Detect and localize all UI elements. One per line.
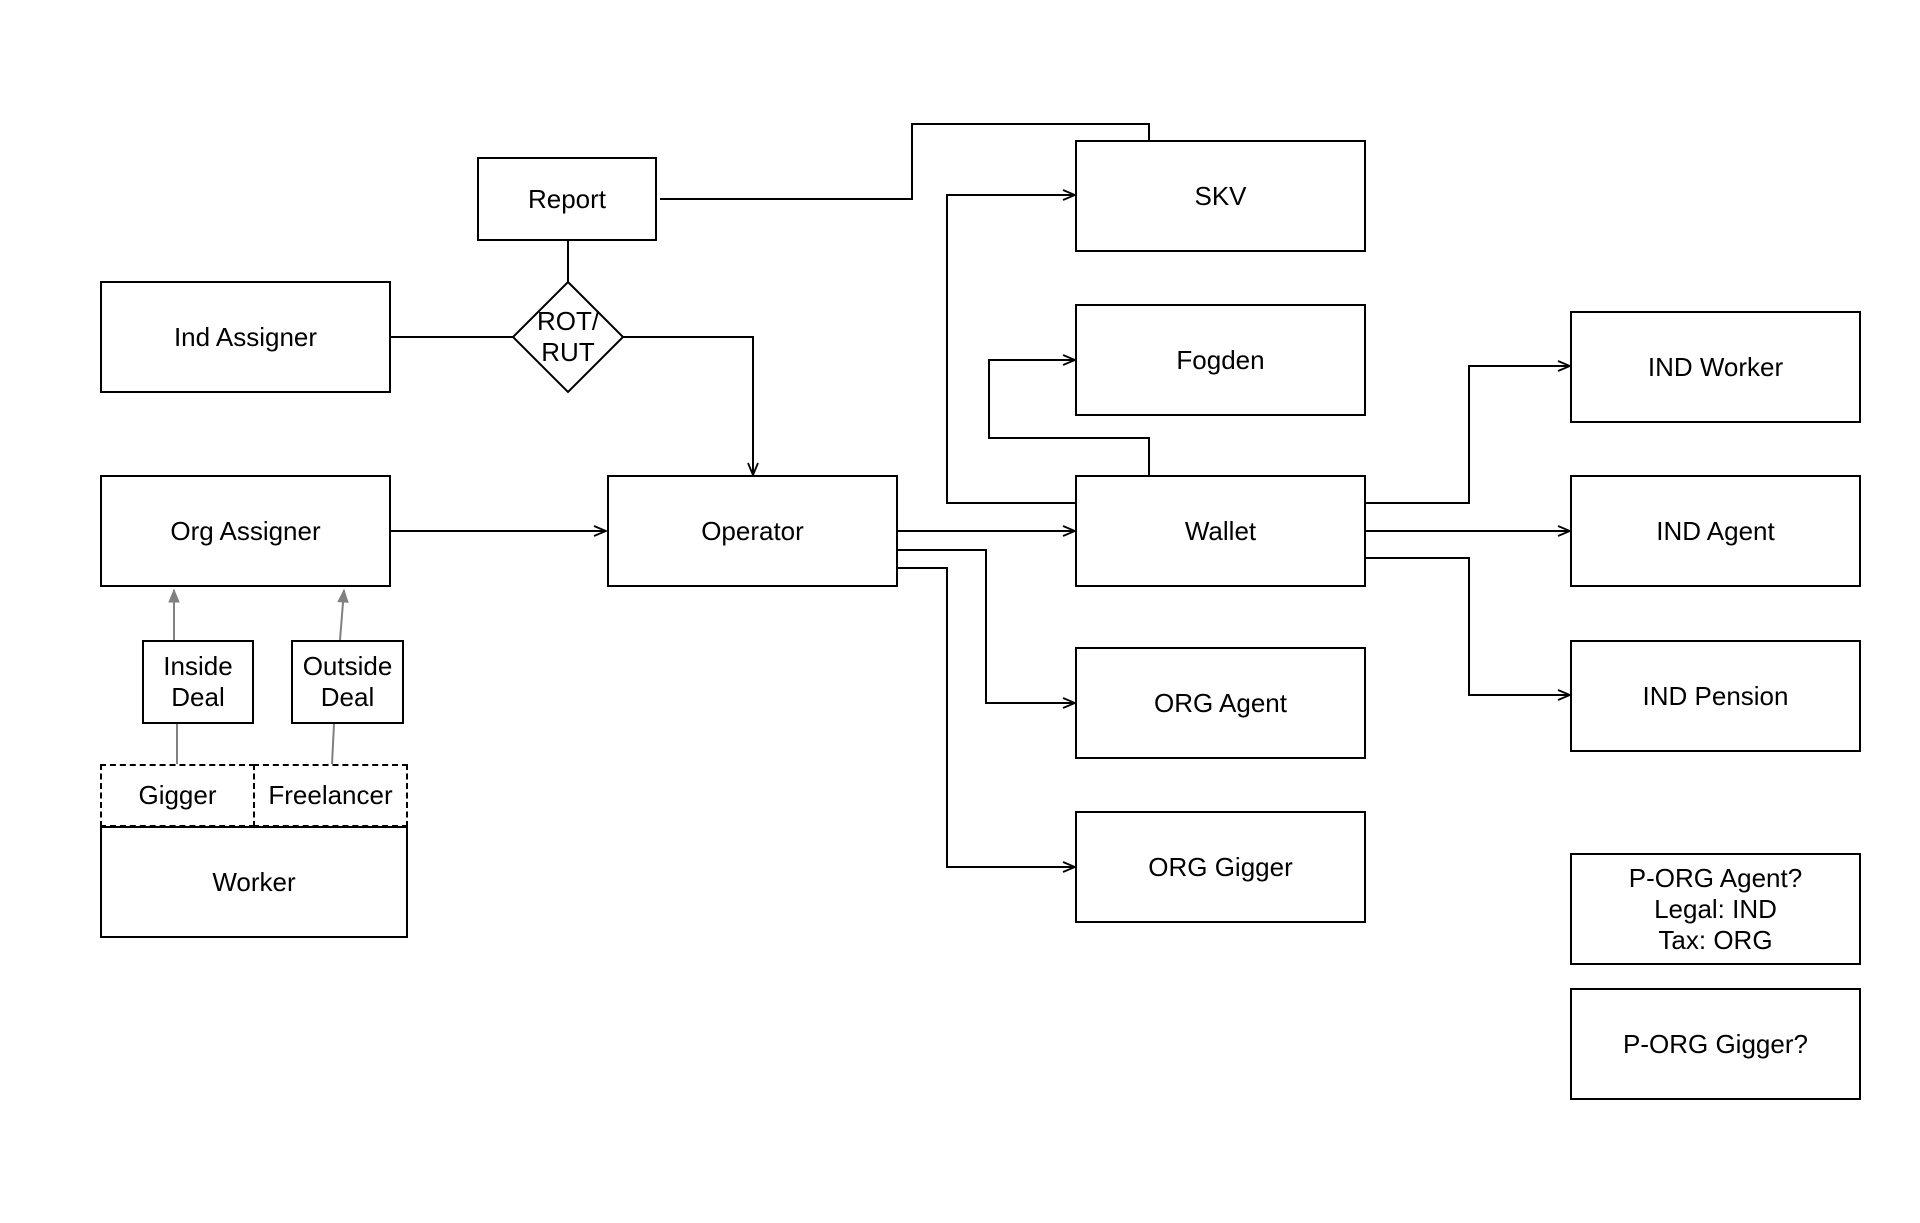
- p-org-gigger-box: P-ORG Gigger?: [1570, 988, 1861, 1100]
- inside-deal-box: Inside Deal: [142, 640, 254, 724]
- report-box: Report: [477, 157, 657, 241]
- edge-rotrut-operator: [623, 336, 753, 475]
- org-agent-box: ORG Agent: [1075, 647, 1366, 759]
- rotrut-label: ROT/ RUT: [536, 306, 600, 367]
- edge-report-skv: [660, 123, 1150, 200]
- edge-wallet-indpension: [1365, 557, 1570, 695]
- edge-outsidedeal-orgassigner: [340, 590, 344, 641]
- worker-box: Worker: [100, 826, 408, 938]
- ind-assigner-box: Ind Assigner: [100, 281, 391, 393]
- p-org-agent-box: P-ORG Agent? Legal: IND Tax: ORG: [1570, 853, 1861, 965]
- org-gigger-box: ORG Gigger: [1075, 811, 1366, 923]
- fogden-box: Fogden: [1075, 304, 1366, 416]
- outside-deal-box: Outside Deal: [291, 640, 404, 724]
- gigger-box: Gigger: [100, 764, 255, 827]
- edge-wallet-fogden: [988, 360, 1150, 476]
- ind-agent-box: IND Agent: [1570, 475, 1861, 587]
- edge-operator-orgagent: [898, 549, 1075, 703]
- wallet-box: Wallet: [1075, 475, 1366, 587]
- ind-pension-box: IND Pension: [1570, 640, 1861, 752]
- operator-box: Operator: [607, 475, 898, 587]
- edge-wallet-skv: [946, 195, 1076, 504]
- ind-worker-box: IND Worker: [1570, 311, 1861, 423]
- freelancer-box: Freelancer: [253, 764, 408, 827]
- rotrut-diamond: [511, 280, 625, 394]
- edge-wallet-indworker: [1365, 366, 1570, 504]
- edge-freelancer-outsidedeal: [331, 723, 335, 765]
- edge-operator-orggigger: [898, 567, 1075, 867]
- org-assigner-box: Org Assigner: [100, 475, 391, 587]
- skv-box: SKV: [1075, 140, 1366, 252]
